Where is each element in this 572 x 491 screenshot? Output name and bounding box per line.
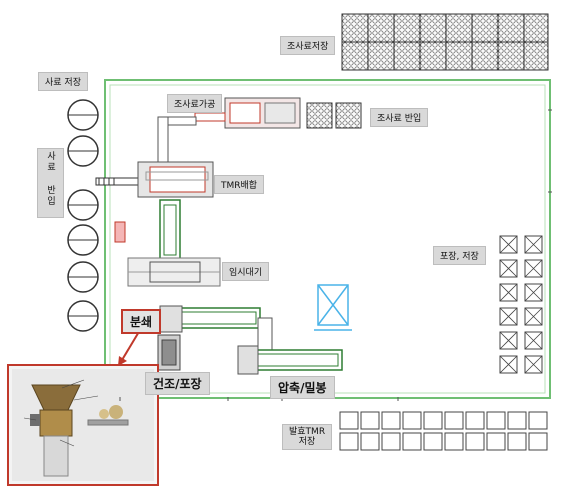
roughage-storage-label: 조사료저장 (280, 36, 336, 55)
bale-wrapper (314, 284, 352, 331)
tmr-mixer (137, 161, 214, 198)
roughage-conveyor (157, 116, 197, 164)
callout-arrow (121, 329, 141, 361)
crusher-inset-photo (7, 364, 159, 486)
side-feeder (114, 221, 126, 243)
temp-wait-stage (127, 257, 221, 287)
feed-silos (67, 99, 99, 332)
fermented-tmr-label-line2: 저장 (298, 437, 316, 447)
packing-storage-label: 포장, 저장 (433, 246, 486, 265)
roughage-intake-bale (335, 102, 362, 129)
fermented-tmr-storage-grid (339, 411, 548, 451)
roughage-intake-label: 조사료 반입 (370, 108, 429, 127)
crusher-label: 분쇄 (121, 309, 162, 334)
roughage-intake-bale (306, 102, 333, 129)
packing-pallets (499, 235, 543, 374)
feed-intake-label: 사료 반입 (37, 148, 64, 218)
fermented-tmr-label-line1: 발효TMR (289, 427, 326, 437)
roughage-processing-label: 조사료가공 (167, 94, 223, 113)
mixer-conveyor (159, 199, 181, 261)
boundary-ticks (119, 109, 552, 401)
callout-arrowhead (118, 356, 127, 366)
roughage-storage-grid (341, 13, 549, 71)
main-horizontal-conveyor (159, 305, 261, 333)
compress-conveyor (237, 345, 343, 375)
dryer-equipment (157, 334, 181, 371)
feed-storage-label: 사료 저장 (38, 72, 88, 91)
tmr-mixing-label: TMR배합 (214, 175, 265, 194)
fermented-tmr-label: 발효TMR 저장 (282, 424, 333, 450)
dry-pack-label: 건조/포장 (145, 372, 210, 395)
compress-seal-label: 압축/밀봉 (270, 376, 335, 399)
temp-wait-label: 임시대기 (222, 262, 270, 281)
roughage-processor (194, 97, 301, 129)
